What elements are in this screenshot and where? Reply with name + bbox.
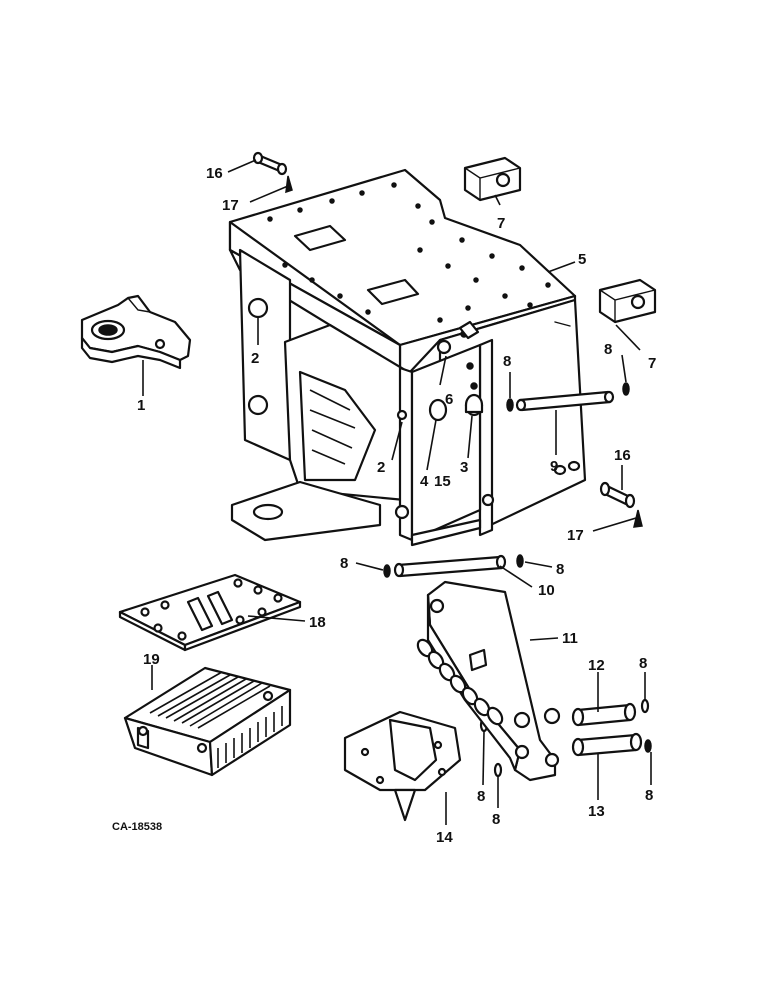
callout-11: 11 [562, 630, 578, 647]
drawing-reference-code: CA-18538 [112, 821, 162, 833]
callout-15: 15 [434, 473, 451, 490]
part-11-hanger [416, 580, 561, 782]
callout-7-upper: 7 [497, 215, 505, 232]
callout-2-left: 2 [251, 350, 259, 367]
leader-lines [142, 159, 652, 825]
callout-8-pin10-left: 8 [340, 555, 348, 572]
callout-18: 18 [309, 614, 326, 631]
part-16-pin-upper [252, 151, 288, 176]
callout-9: 9 [550, 458, 558, 475]
callout-8-pin13: 8 [645, 787, 653, 804]
part-12-pin [571, 702, 637, 727]
callout-4: 4 [420, 473, 429, 490]
callout-17-lower: 17 [567, 527, 584, 544]
part-4-bolt [428, 398, 448, 422]
callout-14: 14 [436, 829, 453, 846]
part-19-grille [123, 666, 292, 777]
part-5-support-housing [228, 168, 587, 547]
part-1-clevis [80, 294, 192, 370]
callout-8-pin10-right: 8 [556, 561, 564, 578]
callout-10: 10 [538, 582, 555, 599]
callout-8-pin12: 8 [639, 655, 647, 672]
part-17-clip-upper [285, 175, 293, 194]
part-13-pin [571, 732, 643, 757]
callout-1: 1 [137, 397, 145, 414]
part-10-pin [393, 554, 507, 578]
callout-8-hanger-right: 8 [492, 811, 500, 828]
callout-19: 19 [143, 651, 160, 668]
part-9-pin [515, 390, 615, 412]
top-plate-holes [267, 182, 551, 323]
part-14-bracket [343, 710, 462, 822]
callout-12: 12 [588, 657, 605, 674]
callout-8-pin9-left: 8 [503, 353, 511, 370]
chain [416, 638, 504, 726]
callout-16-lower: 16 [614, 447, 631, 464]
callout-16-upper: 16 [206, 165, 223, 182]
callout-8-hanger-left: 8 [477, 788, 485, 805]
callout-labels: 1 2 2 3 4 5 6 7 7 8 8 8 8 8 8 8 8 8 9 10… [112, 165, 656, 846]
part-3-bolt [464, 393, 484, 417]
callout-3: 3 [460, 459, 468, 476]
callout-7-lower: 7 [648, 355, 656, 372]
callout-2-center: 2 [377, 459, 385, 476]
part-7-block-lower [598, 278, 657, 324]
callout-5: 5 [578, 251, 586, 268]
callout-8-pin9-right: 8 [604, 341, 612, 358]
part-16-pin-lower [599, 481, 636, 509]
callout-17-upper: 17 [222, 197, 239, 214]
part-7-block-upper [463, 156, 522, 202]
callout-13: 13 [588, 803, 605, 820]
part-18-plate [118, 573, 302, 652]
callout-6: 6 [445, 391, 453, 408]
